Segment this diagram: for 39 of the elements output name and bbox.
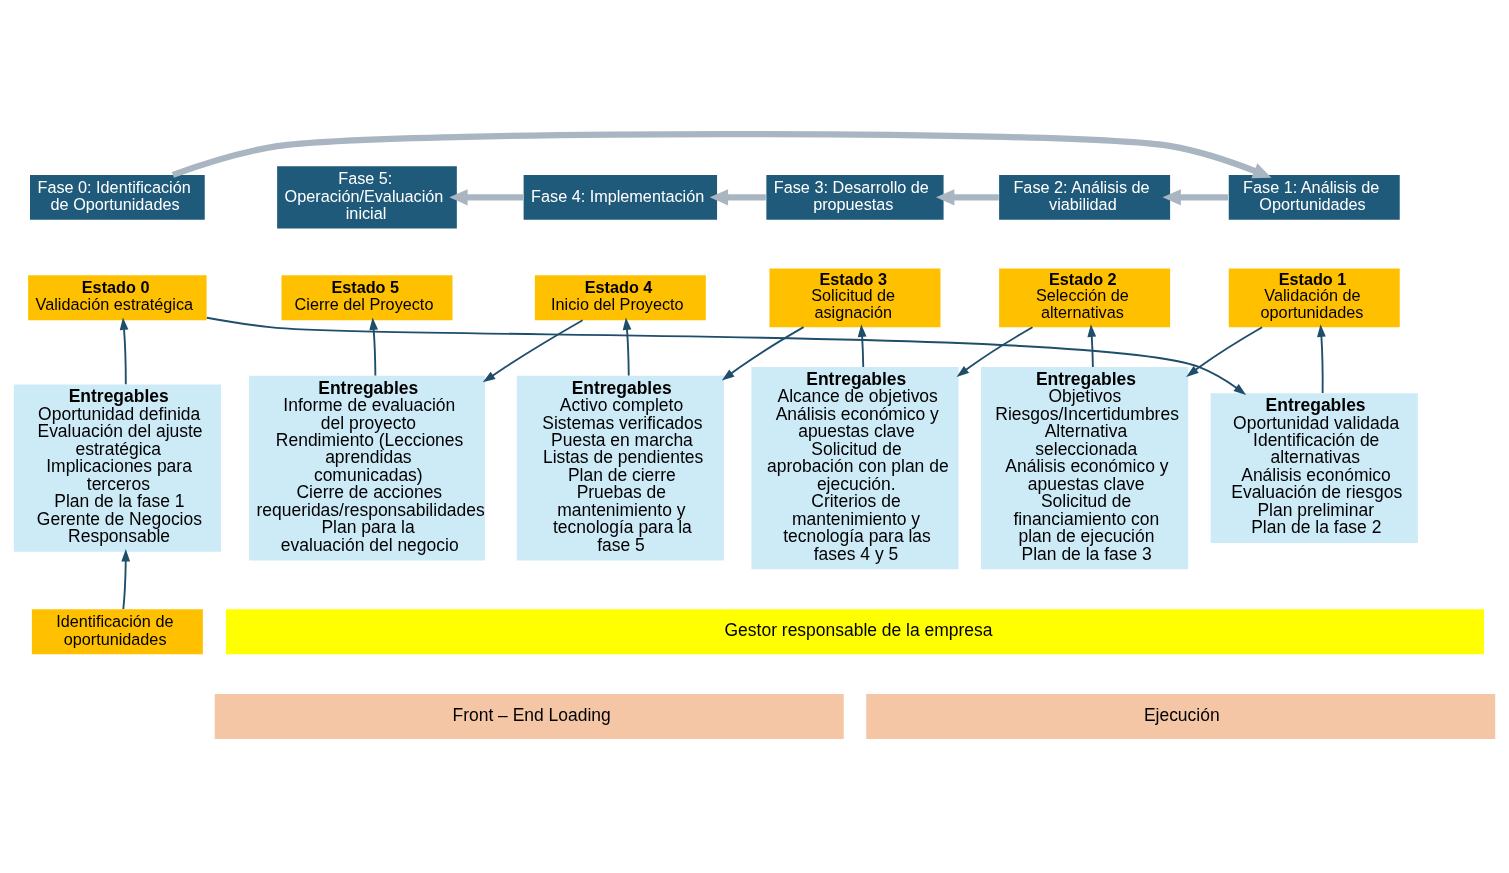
node-box: Estado 0 Validación estratégica [28,275,207,321]
arrow [721,326,805,381]
arrow [121,548,131,610]
arrow [171,131,1272,179]
node-box: Entregables Objetivos Riesgos/Incertidumbres Alternativa seleccionada Análisis económico y apuestas clave Solicitud de financiamiento con plan de ejecución Plan de la fase 3 [981,367,1189,570]
arrow [369,317,379,377]
node-box: Fase 3: Desarrollo de propuestas [766,174,944,220]
node-box: Fase 1: Análisis de Oportunidades [1228,174,1400,220]
node-box: Ejecución [866,694,1496,739]
node-box: Entregables Oportunidad validada Identificación de alternativas Análisis económico Evaluación de riesgos Plan preliminar Plan de la fase 2 [1210,393,1418,544]
node-box: Fase 4: Implementación [523,174,718,220]
node-box: Estado 1 Validación de oportunidades [1228,268,1400,328]
arrow [956,326,1034,377]
node-box: Entregables Oportunidad definida Evaluación del ajuste estratégica Implicaciones para terceros Plan de la fase 1 Gerente de Negocios Responsable [13,384,221,552]
node-box: Entregables Activo completo Sistemas verificados Puesta en marcha Listas de pendientes Plan de cierre Pruebas de mantenimiento y tecnología para la fase 5 [516,375,724,561]
node-box: Fase 0: Identificación de Oportunidades [30,174,205,220]
arrow [936,189,999,206]
arrow [449,189,524,206]
arrow [482,319,584,383]
arrow [857,324,867,368]
arrow [205,316,1247,395]
node-box: Entregables Alcance de objetivos Análisis económico y apuestas clave Solicitud de aprobación con plan de ejecución. Criterios de mantenimiento y tecnología para las fases 4 y 5 [751,367,959,570]
arrow [1087,324,1097,368]
arrow [709,189,766,206]
node-box: Front – End Loading [214,694,844,739]
arrow [119,317,129,386]
arrow [1162,189,1229,206]
node-box: Identificación de oportunidades [31,609,203,655]
node-box: Entregables Informe de evaluación del proyecto Rendimiento (Lecciones aprendidas comunicadas) Cierre de acciones requeridas/responsabilidades Plan para la evaluación del negocio [249,375,485,561]
node-box: Estado 5 Cierre del Proyecto [281,275,453,321]
arrow [1317,324,1326,395]
arrow [622,317,632,377]
arrow [1186,326,1264,377]
node-box: Fase 2: Análisis de viabilidad [999,174,1171,220]
node-box: Estado 2 Selección de alternativas [999,268,1171,328]
node-box: Fase 5: Operación/Evaluación inicial [277,166,457,229]
node-box: Estado 4 Inicio del Proyecto [534,275,706,321]
node-box: Estado 3 Solicitud de asignación [769,268,941,328]
node-box: Gestor responsable de la empresa [225,609,1484,655]
